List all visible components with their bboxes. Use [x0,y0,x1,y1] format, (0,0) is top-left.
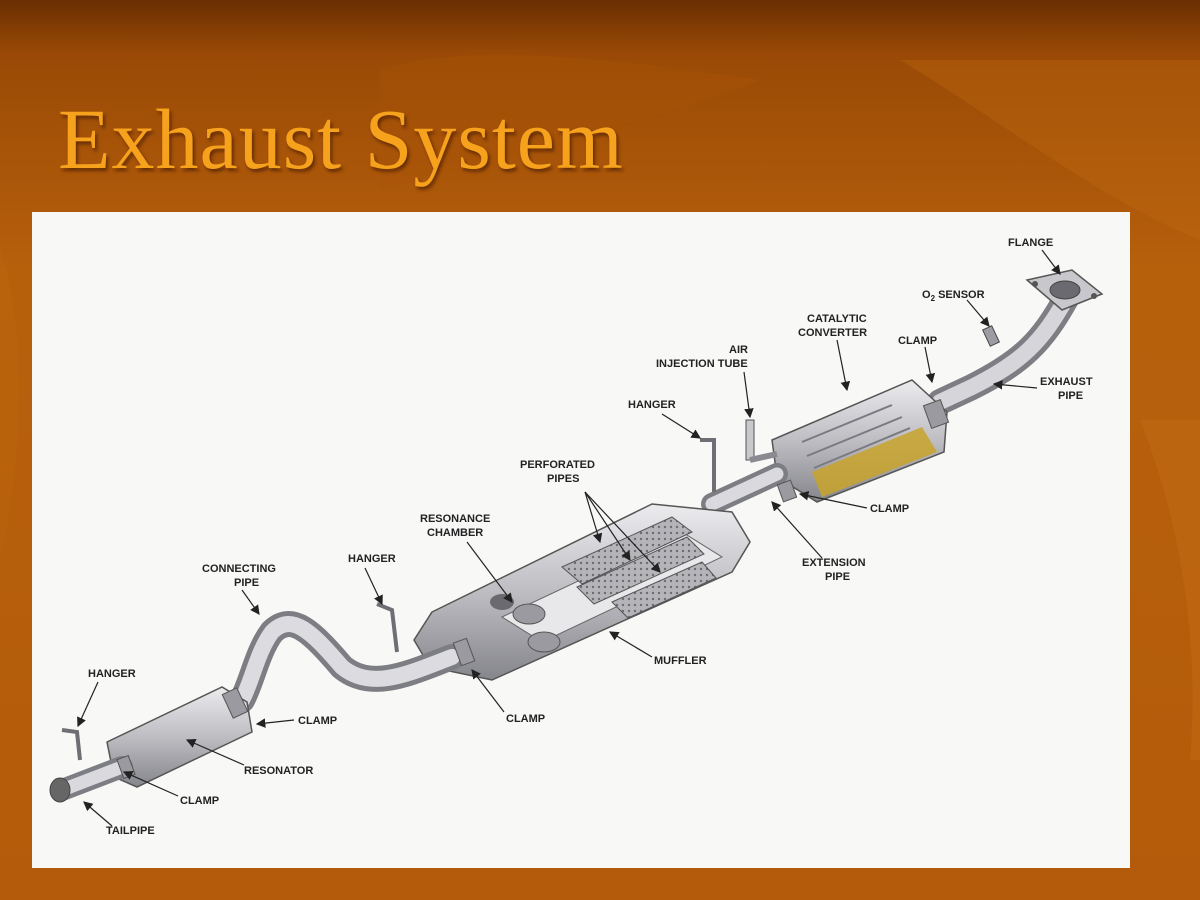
label-clamp-catalytic: CLAMP [898,335,937,347]
label-hanger-middle: HANGER [348,553,396,565]
hanger-top [700,438,716,492]
label-resonance-chamber-line2: CHAMBER [427,527,483,539]
label-clamp-muffler: CLAMP [506,713,545,725]
flange [1025,269,1104,311]
air-injection-tube [745,419,778,463]
label-exhaust-pipe-line1: EXHAUST [1040,376,1093,388]
leader-lines [77,249,1061,827]
label-connecting-pipe-line1: CONNECTING [202,563,276,575]
label-hanger-top: HANGER [628,399,676,411]
label-tailpipe: TAILPIPE [106,825,155,837]
slide-title: Exhaust System [58,91,624,187]
exhaust-pipe [927,284,1080,415]
hanger-middle [376,602,399,653]
label-connecting-pipe-line2: PIPE [234,577,259,589]
label-flange: FLANGE [1008,237,1053,249]
label-air-injection-tube-line2: INJECTION TUBE [656,358,748,370]
label-exhaust-pipe-line2: PIPE [1058,390,1083,402]
label-extension-pipe-line2: PIPE [825,571,850,583]
label-resonator: RESONATOR [244,765,313,777]
diagram-labels: FLANGE O2 SENSOR CATALYTIC CONVERTER CLA… [88,237,1093,837]
label-clamp-extension: CLAMP [870,503,909,515]
label-catalytic-converter-line1: CATALYTIC [807,313,867,325]
o2-sensor [982,325,1000,347]
label-perforated-pipes-line2: PIPES [547,473,579,485]
label-perforated-pipes-line1: PERFORATED [520,459,595,471]
label-catalytic-converter-line2: CONVERTER [798,327,867,339]
muffler [413,503,751,681]
label-o2-sensor: O2 SENSOR [922,289,985,303]
hanger-left [61,728,82,761]
label-air-injection-tube-line1: AIR [729,344,748,356]
tailpipe [49,754,136,803]
label-clamp-resonator: CLAMP [298,715,337,727]
exhaust-illustration: FLANGE O2 SENSOR CATALYTIC CONVERTER CLA… [49,237,1104,837]
exhaust-system-diagram: FLANGE O2 SENSOR CATALYTIC CONVERTER CLA… [32,212,1130,868]
label-hanger-left: HANGER [88,668,136,680]
label-clamp-tail: CLAMP [180,795,219,807]
label-muffler: MUFFLER [654,655,707,667]
label-extension-pipe-line1: EXTENSION [802,557,866,569]
catalytic-converter [771,379,950,503]
connecting-pipe [229,611,476,713]
label-resonance-chamber-line1: RESONANCE [420,513,490,525]
extension-pipe [701,463,798,515]
